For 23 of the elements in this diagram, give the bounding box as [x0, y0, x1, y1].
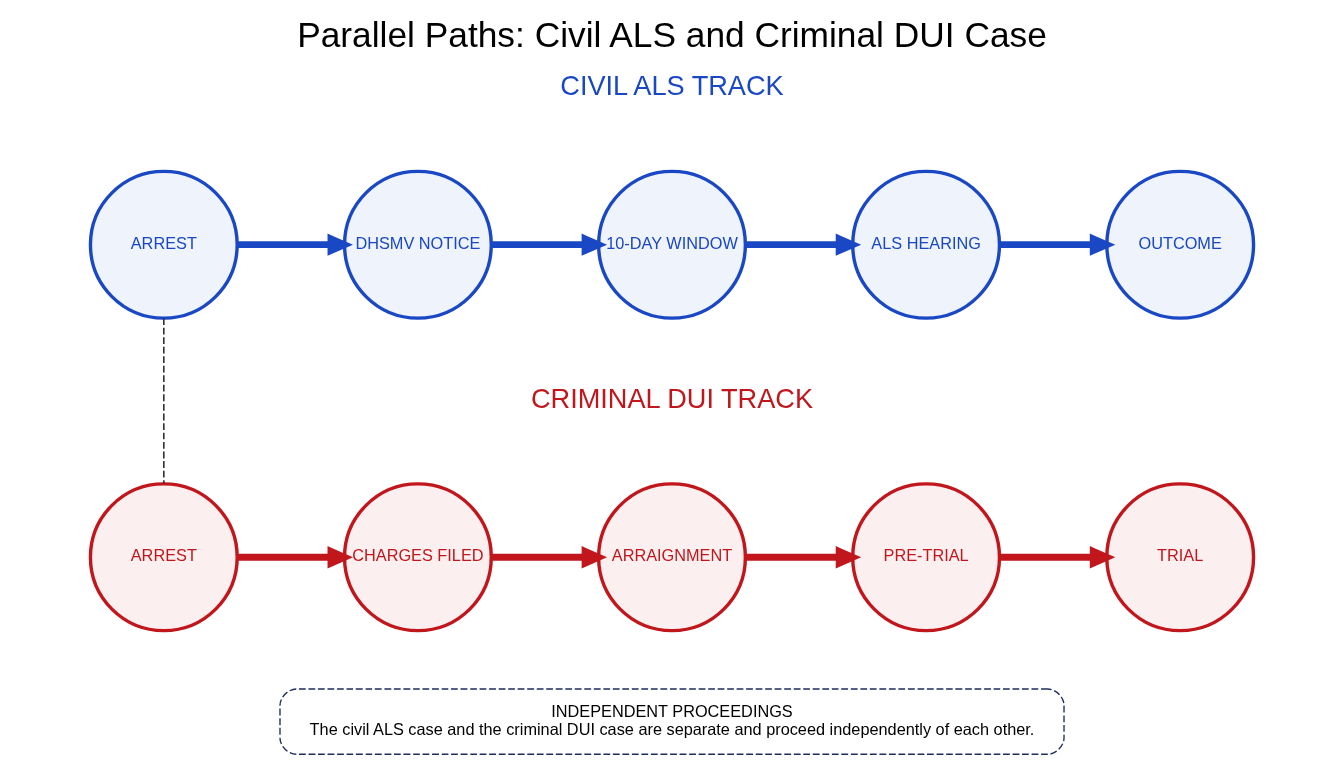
arrow: [237, 546, 353, 569]
node-box: INDEPENDENT PROCEEDINGS The civil ALS case and the criminal DUI case are separate and proceed independently of each other.: [279, 688, 1065, 755]
label: CRIMINAL DUI TRACK: [530, 382, 814, 414]
node-circle: DHSMV NOTICE: [342, 169, 493, 320]
node-circle: OUTCOME: [1105, 169, 1256, 320]
node-circle: ALS HEARING: [851, 169, 1002, 320]
node-circle: ARREST: [88, 482, 239, 633]
arrow: [999, 233, 1116, 256]
node-circle: TRIAL: [1105, 482, 1256, 633]
arrow: [491, 546, 608, 569]
arrow: [999, 546, 1116, 569]
arrow: [237, 233, 353, 256]
label: CIVIL ALS TRACK: [560, 70, 784, 102]
node-circle: CHARGES FILED: [342, 482, 493, 633]
diagram-title: Parallel Paths: Civil ALS and Criminal DUI Case: [297, 15, 1047, 55]
arrow: [491, 233, 608, 256]
arrow: [745, 233, 862, 256]
node-circle: ARRAIGNMENT: [596, 482, 748, 633]
node-circle: ARREST: [88, 169, 239, 320]
node-circle: 10-DAY WINDOW: [596, 169, 748, 320]
connector: [163, 317, 165, 485]
arrow: [745, 546, 862, 569]
node-circle: PRE-TRIAL: [851, 482, 1002, 633]
